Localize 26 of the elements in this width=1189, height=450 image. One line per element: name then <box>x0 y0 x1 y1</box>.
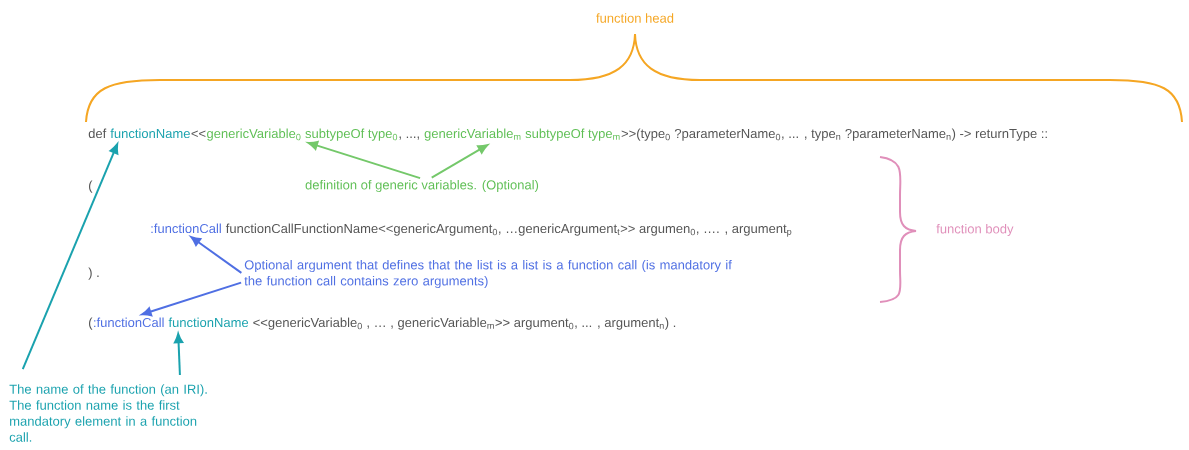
annotation-text: Optional argument that defines that the list is a list is a function call (is mandatory if the function call contains zero arguments) <box>244 259 732 289</box>
annotation-text: The name of the function (an IRI). The function name is the first mandatory element in a function call. <box>9 384 207 442</box>
arrow <box>430 144 489 179</box>
annotation-text: function body <box>936 223 1014 237</box>
arrow <box>307 140 422 180</box>
arrow <box>190 236 243 274</box>
code-text: ( <box>89 180 93 193</box>
heading-text: function head <box>596 13 674 23</box>
code-text: <<genericVariable$_{0}$ , … , genericVariable$_{m}$>> argument$_{0}$, ... , argument$_{n}$) . <box>253 317 676 330</box>
code-text: functionCallFunctionName<<genericArgument$_{0}$, …genericArgument$_{t}$>> argumen$_{0}$, …. , argument$_{p}$ <box>225 223 792 237</box>
code-token: :functionCall <box>151 223 221 234</box>
arrow <box>21 143 119 371</box>
annotation-text: definition of generic variables. (Optional) <box>305 179 539 193</box>
code-token: genericVariable$_{m}$ subtypeOf type$_{m}$ <box>424 128 620 141</box>
code-text: >>(type$_{0}$ ?parameterName$_{0}$, ... , type$_{n}$ ?parameterName$_{n}$) -> returnType :: <box>621 128 1047 141</box>
code-text: ( <box>89 317 93 330</box>
code-text: << <box>191 130 206 137</box>
code-token: :functionCall <box>94 317 164 328</box>
arrow <box>173 333 184 377</box>
code-token: functionName <box>168 317 249 328</box>
code-token: genericVariable$_{0}$ subtypeOf type$_{0}$ <box>207 128 398 141</box>
code-token: functionName <box>110 128 190 139</box>
code-text: , ..., <box>399 136 419 140</box>
code-text: def <box>88 128 107 139</box>
code-text: ) . <box>88 267 99 280</box>
arrow <box>141 281 243 317</box>
